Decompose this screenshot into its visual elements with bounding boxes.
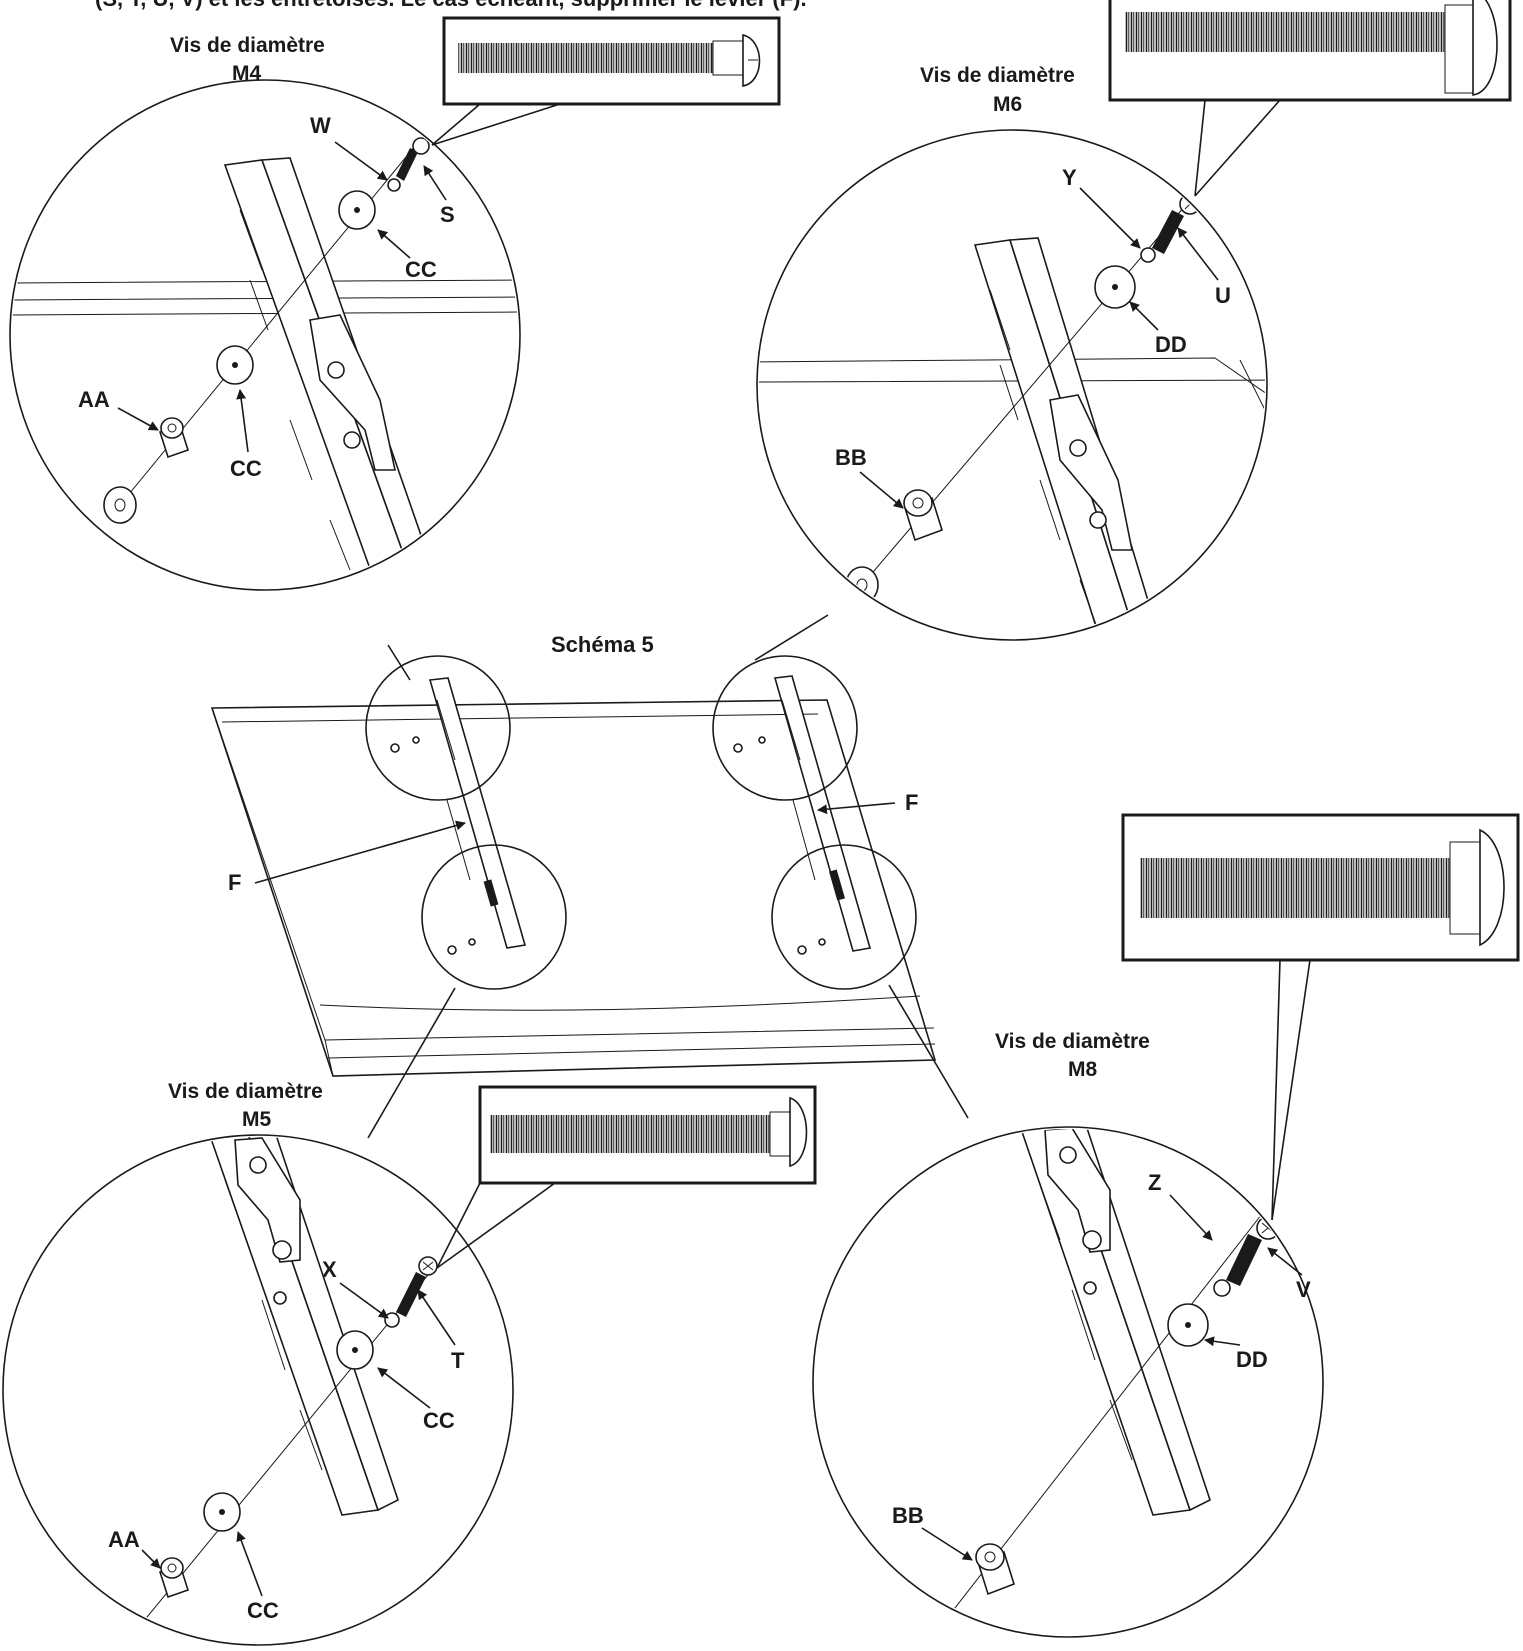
center-bracket-right [733,675,872,955]
center-bracket-left [390,677,527,955]
lock-washer-label: X [322,1257,337,1282]
zoom-circle-m8 [812,1126,1324,1638]
screw-label: S [440,202,455,227]
connector-line [387,644,411,681]
washer-label: CC [230,456,262,481]
washer-label: DD [1236,1347,1268,1372]
washer-label: CC [247,1598,279,1623]
screw-size-title-line2: M4 [232,62,261,85]
screw-size-title-line1: Vis de diamètre [995,1030,1150,1053]
zoom-circle-m6 [756,129,1268,641]
zoom-circle-m4 [9,79,521,591]
figure-title: Schéma 5 [551,632,654,657]
screw-label: T [451,1348,465,1373]
lever-label-left: F [228,870,241,895]
lock-washer-label: W [310,113,331,138]
screw-label: V [1296,1277,1311,1302]
connector-line [888,984,969,1119]
screw-detail-box-m5 [478,1085,817,1185]
washer-label: CC [423,1408,455,1433]
zoom-circle-bottom-left [421,844,567,990]
connector-line [754,614,829,661]
callout-m5: Vis de diamètre M5 X T CC AA CC [2,1080,817,1646]
screw-size-title-line1: Vis de diamètre [920,64,1075,87]
spacer-label: AA [108,1527,140,1552]
zoom-circle-top-left [365,655,511,801]
callout-m8: Vis de diamètre M8 Z V DD BB [812,813,1520,1638]
lock-washer-label: Z [1148,1170,1161,1195]
spacer-label: BB [835,445,867,470]
screw-detail-box-m6 [1108,0,1512,102]
screw-label: U [1215,283,1231,308]
screw-size-title-line2: M6 [993,93,1022,116]
callout-m6: Vis de diamètre M6 Y U DD BB [756,0,1512,641]
screw-size-title-line2: M8 [1068,1058,1097,1081]
washer-label: DD [1155,332,1187,357]
zoom-circle-bottom-right [771,844,917,990]
screw-detail-box-m4 [442,16,781,106]
lever-label-right: F [905,790,918,815]
lever-arrow-left [254,820,466,884]
screw-size-title-line2: M5 [242,1108,271,1131]
tv-panel [210,699,937,1077]
screw-size-title-line1: Vis de diamètre [168,1080,323,1103]
zoom-circle-m5 [2,1134,514,1646]
spacer-label: BB [892,1503,924,1528]
washer-label: CC [405,257,437,282]
screw-size-title-line1: Vis de diamètre [170,34,325,57]
lock-washer-label: Y [1062,165,1077,190]
zoom-circle-top-right [712,655,858,801]
screw-detail-box-m8 [1121,813,1520,962]
callout-m4: Vis de diamètre M4 W S CC AA CC [9,16,781,591]
connector-line [367,987,456,1139]
header-fragment: (S, T, U, V) et les entretoises. Le cas … [95,0,807,11]
spacer-label: AA [78,387,110,412]
lever-arrow-right [817,802,896,815]
